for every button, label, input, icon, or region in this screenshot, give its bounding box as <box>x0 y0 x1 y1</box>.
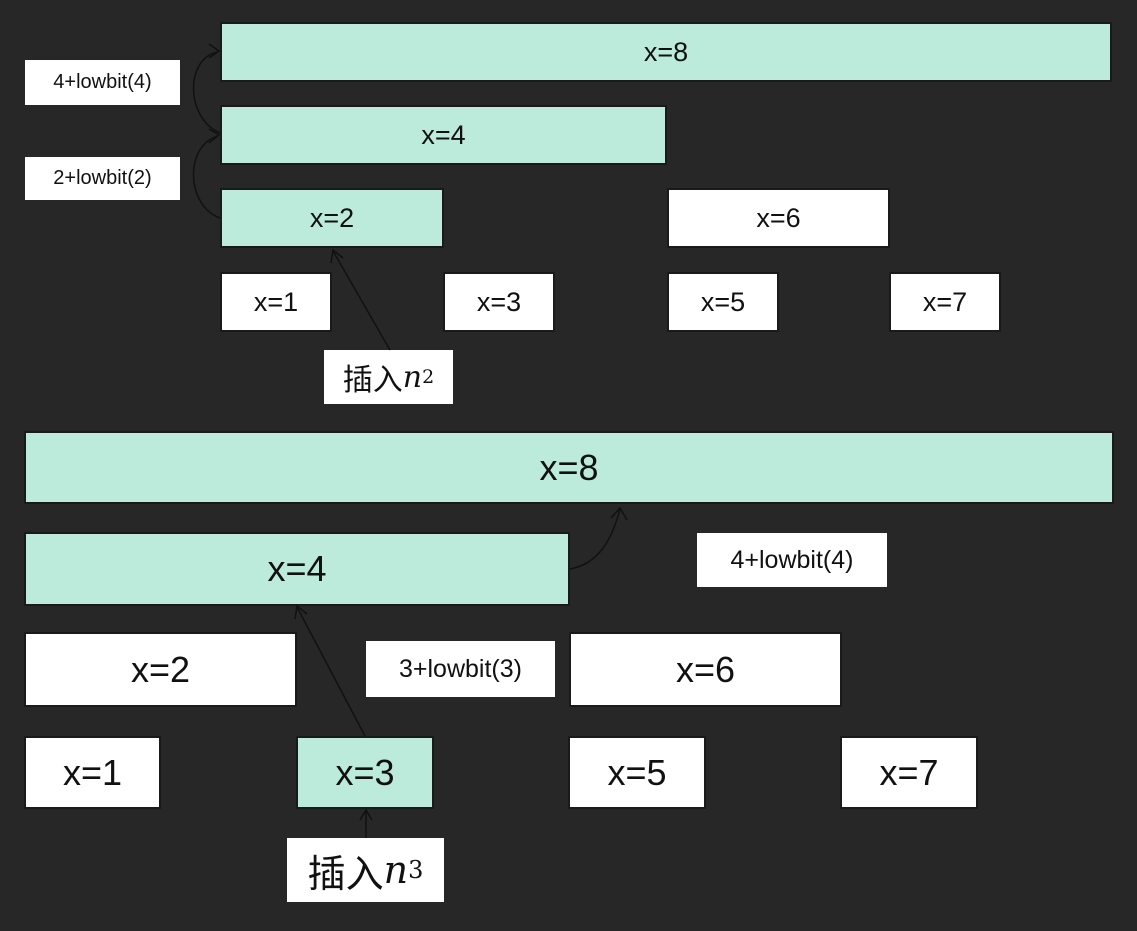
bottom-arrow-x3-to-x4-head <box>294 604 308 620</box>
bottom-step-label-4: 4+lowbit(4) <box>697 533 887 587</box>
top-node-x5: x=5 <box>667 272 779 332</box>
top-insert-text: 插入 <box>342 363 403 398</box>
top-arrow-4-to-8-head <box>208 43 221 59</box>
bottom-node-x4: x=4 <box>24 532 570 606</box>
bottom-arrow-4-to-8 <box>569 508 621 570</box>
top-node-x2: x=2 <box>220 188 444 248</box>
bottom-node-x2: x=2 <box>24 632 297 707</box>
bottom-insert-variable: n <box>383 848 409 892</box>
bottom-arrow-x3-to-x4 <box>296 606 366 737</box>
bottom-arrow-insert-to-x3-head <box>359 808 373 821</box>
top-node-x8: x=8 <box>220 22 1112 82</box>
bottom-node-x5: x=5 <box>568 736 706 809</box>
top-step-label-4: 4+lowbit(4) <box>25 60 180 105</box>
top-arrow-insert-to-x2-head <box>330 248 344 264</box>
bottom-node-x7: x=7 <box>840 736 978 809</box>
top-insert-variable: n <box>402 359 423 395</box>
top-node-x1: x=1 <box>220 272 332 332</box>
bottom-arrow-4-to-8-head <box>610 506 628 521</box>
bottom-insert-subscript: 3 <box>408 856 424 884</box>
bottom-node-x6: x=6 <box>569 632 842 707</box>
top-node-x4: x=4 <box>220 105 667 165</box>
bottom-node-x3: x=3 <box>296 736 434 809</box>
top-node-x7: x=7 <box>889 272 1001 332</box>
top-step-label-2: 2+lowbit(2) <box>25 157 180 200</box>
bottom-insert-text: 插入 <box>307 851 384 896</box>
bottom-step-label-3: 3+lowbit(3) <box>366 641 555 697</box>
top-node-x3: x=3 <box>443 272 555 332</box>
top-arrow-4-to-8 <box>192 51 221 134</box>
bottom-node-x8: x=8 <box>24 431 1114 504</box>
top-arrow-2-to-4 <box>192 135 221 219</box>
top-arrow-insert-to-x2 <box>332 250 391 351</box>
bottom-node-x1: x=1 <box>24 736 161 809</box>
top-arrow-2-to-4-head <box>208 128 221 144</box>
top-insert-subscript: 2 <box>422 366 435 388</box>
top-node-x6: x=6 <box>667 188 890 248</box>
